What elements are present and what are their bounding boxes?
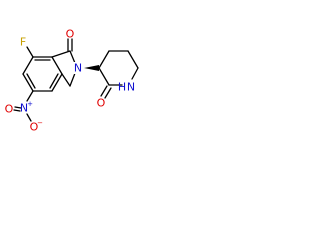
bond-nitro-o-top xyxy=(13,109,21,112)
benzene-ring xyxy=(22,56,63,92)
chemical-structure: F O N H N O N + O O − xyxy=(5,28,139,134)
bond-c2p-c3p xyxy=(98,67,110,86)
lactam-ring xyxy=(51,38,78,87)
atom-nitro-oxygen-top: O xyxy=(5,103,14,116)
atom-amide-nitrogen: N xyxy=(127,81,135,94)
atom-nitro-oxygen-bottom: O xyxy=(30,121,39,134)
bond-c7-f xyxy=(26,46,34,58)
bond-c7a-c1 xyxy=(51,50,71,58)
bond-c6p-n1p xyxy=(131,67,139,80)
stereo-wedge-bond xyxy=(84,65,99,71)
bond-c3-c3a xyxy=(61,73,71,87)
atom-lactam-nitrogen: N xyxy=(74,62,82,75)
bond-c3a-c7a xyxy=(51,56,63,75)
bond-c3p-c4p xyxy=(98,50,110,69)
nitro-minus-charge: − xyxy=(37,119,43,127)
bond-nitro-o-top-b xyxy=(14,106,22,109)
bond-c4-c3a xyxy=(51,73,63,92)
bond-nitro-o-bottom xyxy=(26,113,32,122)
piperidinone-ring xyxy=(98,50,139,99)
bond-c5p-c6p xyxy=(127,50,139,69)
atom-carbonyl-oxygen-1: O xyxy=(66,28,75,41)
bond-c2p-o-double-b xyxy=(104,87,112,99)
atom-amide-hydrogen: H xyxy=(118,81,126,94)
bond-c6-c5 xyxy=(22,73,34,92)
bond-c6-c5-inner xyxy=(26,73,36,89)
bond-c4-c3a-inner xyxy=(49,73,59,89)
bond-c7-c6 xyxy=(22,56,34,75)
atom-nitro-nitrogen: N xyxy=(20,102,28,115)
nitro-plus-charge: + xyxy=(27,100,33,108)
bond-c2p-o-double-a xyxy=(100,85,108,97)
bond-c4-nitro xyxy=(26,90,34,102)
atom-carbonyl-oxygen-2: O xyxy=(97,97,106,110)
atom-fluorine: F xyxy=(20,36,26,49)
